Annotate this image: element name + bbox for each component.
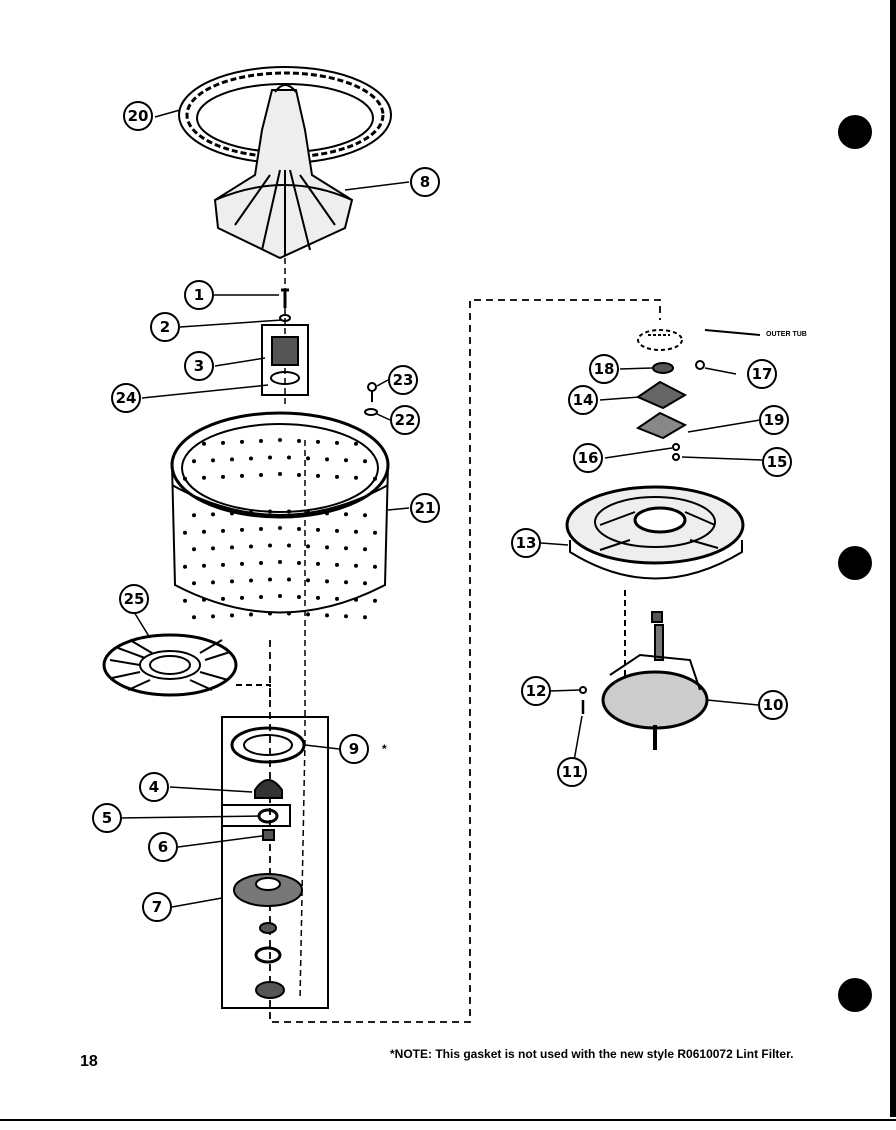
spin-basket <box>170 411 390 614</box>
drive-pulley <box>565 485 745 580</box>
callout-19: 19 <box>759 405 789 435</box>
footnote: *NOTE: This gasket is not used with the … <box>390 1047 794 1061</box>
callout-7: 7 <box>142 892 172 922</box>
callout-24: 24 <box>111 383 141 413</box>
callout-10: 10 <box>758 690 788 720</box>
callout-5: 5 <box>92 803 122 833</box>
binder-hole-top <box>838 115 872 149</box>
binder-hole-bottom <box>838 978 872 1012</box>
callout-23: 23 <box>388 365 418 395</box>
scan-edge <box>0 1117 896 1130</box>
scan-border <box>890 0 896 1130</box>
callout-2: 2 <box>150 312 180 342</box>
lint-filter <box>102 633 238 697</box>
outer-tub-label: OUTER TUB <box>766 331 807 338</box>
callout-21: 21 <box>410 493 440 523</box>
callout-3: 3 <box>184 351 214 381</box>
callout-11: 11 <box>557 757 587 787</box>
callout-22: 22 <box>390 405 420 435</box>
callout-4: 4 <box>139 772 169 802</box>
callout-12: 12 <box>521 676 551 706</box>
page-number: 18 <box>80 1053 98 1070</box>
binder-hole-middle <box>838 546 872 580</box>
callout-15: 15 <box>762 447 792 477</box>
agitator-body <box>213 84 354 260</box>
callout-1: 1 <box>184 280 214 310</box>
callout-9: 9 <box>339 734 369 764</box>
note-marker: * <box>382 742 387 756</box>
callout-14: 14 <box>568 385 598 415</box>
callout-6: 6 <box>148 832 178 862</box>
callout-13: 13 <box>511 528 541 558</box>
transmission <box>601 611 709 750</box>
callout-17: 17 <box>747 359 777 389</box>
callout-25: 25 <box>119 584 149 614</box>
callout-20: 20 <box>123 101 153 131</box>
callout-8: 8 <box>410 167 440 197</box>
callout-18: 18 <box>589 354 619 384</box>
callout-16: 16 <box>573 443 603 473</box>
